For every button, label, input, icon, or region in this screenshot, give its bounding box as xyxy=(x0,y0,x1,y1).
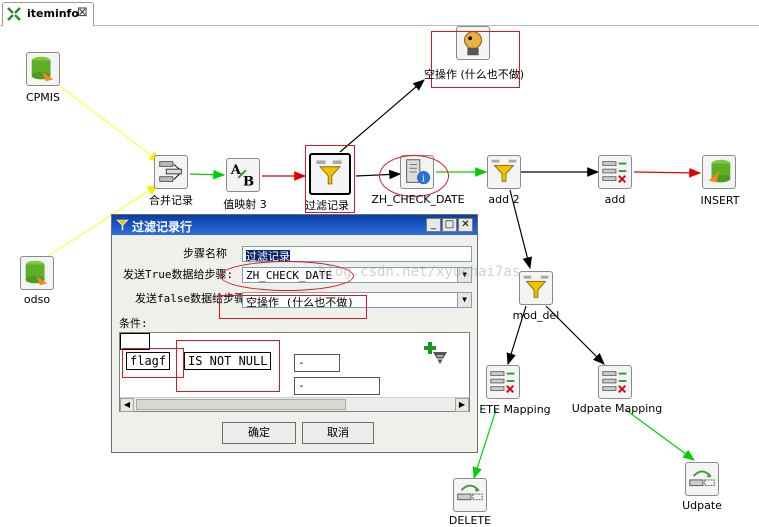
step-update-mapping-label: Udpate Mapping xyxy=(571,402,663,415)
transformation-icon xyxy=(7,7,21,21)
step-name-input[interactable]: 过滤记录 xyxy=(242,246,472,262)
check-date-highlight xyxy=(379,155,449,197)
condition-value-1[interactable]: - xyxy=(294,354,340,372)
step-odso[interactable] xyxy=(20,256,54,290)
merge-rows-icon xyxy=(154,155,188,189)
step-cpmis-label: CPMIS xyxy=(25,91,61,104)
step-mod-del[interactable] xyxy=(519,271,553,305)
condition-value-2[interactable]: - xyxy=(294,377,380,395)
conditions-label: 条件: xyxy=(119,317,148,330)
update-step-icon xyxy=(685,462,719,496)
value-mapper-icon: A B xyxy=(226,158,260,192)
filter-funnel-icon xyxy=(519,271,553,305)
hop-add2-moddel[interactable] xyxy=(509,189,532,270)
step-filter[interactable] xyxy=(309,153,351,195)
false-target-select[interactable]: 空操作 (什么也不做) ▼ xyxy=(242,292,472,308)
true-target-label: 发送True数据给步骤: xyxy=(123,268,234,281)
step-filter-label: 过滤记录 xyxy=(305,199,349,212)
hop-filter-dummy[interactable] xyxy=(339,79,425,153)
scroll-right-button[interactable]: ▶ xyxy=(455,398,469,412)
step-name-label: 步骤名称 xyxy=(183,247,227,260)
condition-field-highlight xyxy=(122,348,184,378)
mapping-icon xyxy=(486,365,520,399)
step-insert-label: INSERT xyxy=(700,194,740,207)
add-condition-icon[interactable] xyxy=(423,340,449,366)
delete-step-icon xyxy=(453,478,487,512)
condition-root-box[interactable] xyxy=(120,333,150,350)
chevron-down-icon[interactable]: ▼ xyxy=(457,293,471,307)
tab-iteminfo[interactable]: iteminfo ⊠ xyxy=(2,2,94,26)
step-mod-del-label: mod_del xyxy=(512,309,560,322)
watermark: blog.csdn.net/xyuchai7as xyxy=(318,264,521,280)
chevron-down-icon[interactable]: ▼ xyxy=(457,268,471,282)
step-value-map-label: 值映射 3 xyxy=(223,198,267,211)
step-add[interactable] xyxy=(598,155,632,189)
step-update-label: Udpate xyxy=(682,499,722,512)
true-target-highlight xyxy=(220,261,354,291)
step-dummy-label: 空操作 (什么也不做) xyxy=(423,68,525,81)
editor-tab-bar: iteminfo ⊠ xyxy=(0,0,759,26)
table-output-icon xyxy=(702,155,736,189)
step-name-value: 过滤记录 xyxy=(246,250,290,262)
step-add2[interactable] xyxy=(487,155,521,189)
ok-button[interactable]: 确定 xyxy=(222,422,296,444)
tab-close-icon[interactable]: ⊠ xyxy=(77,5,88,20)
dummy-step-highlight xyxy=(431,31,520,88)
false-target-highlight xyxy=(219,295,367,319)
hop-updatemap-update[interactable] xyxy=(625,409,695,461)
minimize-button[interactable]: _ xyxy=(426,218,441,232)
step-delete-mapping[interactable] xyxy=(486,365,520,399)
dialog-title: 过滤记录行 xyxy=(132,220,193,234)
step-cpmis[interactable] xyxy=(26,52,60,86)
filter-step-highlight xyxy=(305,145,355,213)
maximize-button[interactable]: □ xyxy=(442,218,457,232)
step-delete[interactable] xyxy=(453,478,487,512)
cancel-button[interactable]: 取消 xyxy=(302,422,374,444)
tab-label: iteminfo xyxy=(27,7,79,20)
filter-funnel-icon xyxy=(309,153,351,195)
close-button[interactable]: ✕ xyxy=(458,218,473,232)
hop-add-insert[interactable] xyxy=(633,168,702,178)
false-target-value: 空操作 (什么也不做) xyxy=(246,296,354,308)
step-add-label: add xyxy=(604,193,626,206)
filter-funnel-icon xyxy=(487,155,521,189)
hop-moddel-updatemap[interactable] xyxy=(545,305,605,365)
mapping-icon xyxy=(598,365,632,399)
filter-funnel-icon xyxy=(116,219,129,231)
step-value-map[interactable]: A B xyxy=(226,158,260,192)
step-update[interactable] xyxy=(685,462,719,496)
hop-odso-merge[interactable] xyxy=(44,184,160,259)
step-delete-label: DELETE xyxy=(448,514,492,527)
step-delete-mapping-label: ETE Mapping xyxy=(479,403,551,416)
condition-operator[interactable]: IS NOT NULL xyxy=(184,352,272,370)
step-merge[interactable] xyxy=(154,155,188,189)
conditions-scrollbar[interactable]: ◀ ▶ xyxy=(120,397,469,412)
table-input-icon xyxy=(26,52,60,86)
dialog-title-bar[interactable]: 过滤记录行 _ □ ✕ xyxy=(112,215,477,235)
svg-text:A: A xyxy=(230,163,242,178)
step-add2-label: add 2 xyxy=(488,193,520,206)
step-insert[interactable] xyxy=(702,155,736,189)
hop-cpmis-merge[interactable] xyxy=(51,79,161,163)
hop-moddel-deletemap[interactable] xyxy=(506,305,527,366)
condition-field[interactable]: flagf xyxy=(126,352,171,370)
svg-text:B: B xyxy=(243,174,254,189)
table-input-icon xyxy=(20,256,54,290)
condition-operator-highlight xyxy=(176,340,280,392)
scroll-left-button[interactable]: ◀ xyxy=(120,398,134,412)
step-merge-label: 合并记录 xyxy=(149,194,193,207)
hop-deletemap-delete[interactable] xyxy=(472,409,497,480)
step-update-mapping[interactable] xyxy=(598,365,632,399)
mapping-icon xyxy=(598,155,632,189)
hop-merge-valuemap[interactable] xyxy=(189,169,226,180)
step-check-date-label: ZH_CHECK_DATE xyxy=(371,193,465,206)
step-odso-label: odso xyxy=(23,293,51,306)
scroll-thumb[interactable] xyxy=(136,399,346,410)
